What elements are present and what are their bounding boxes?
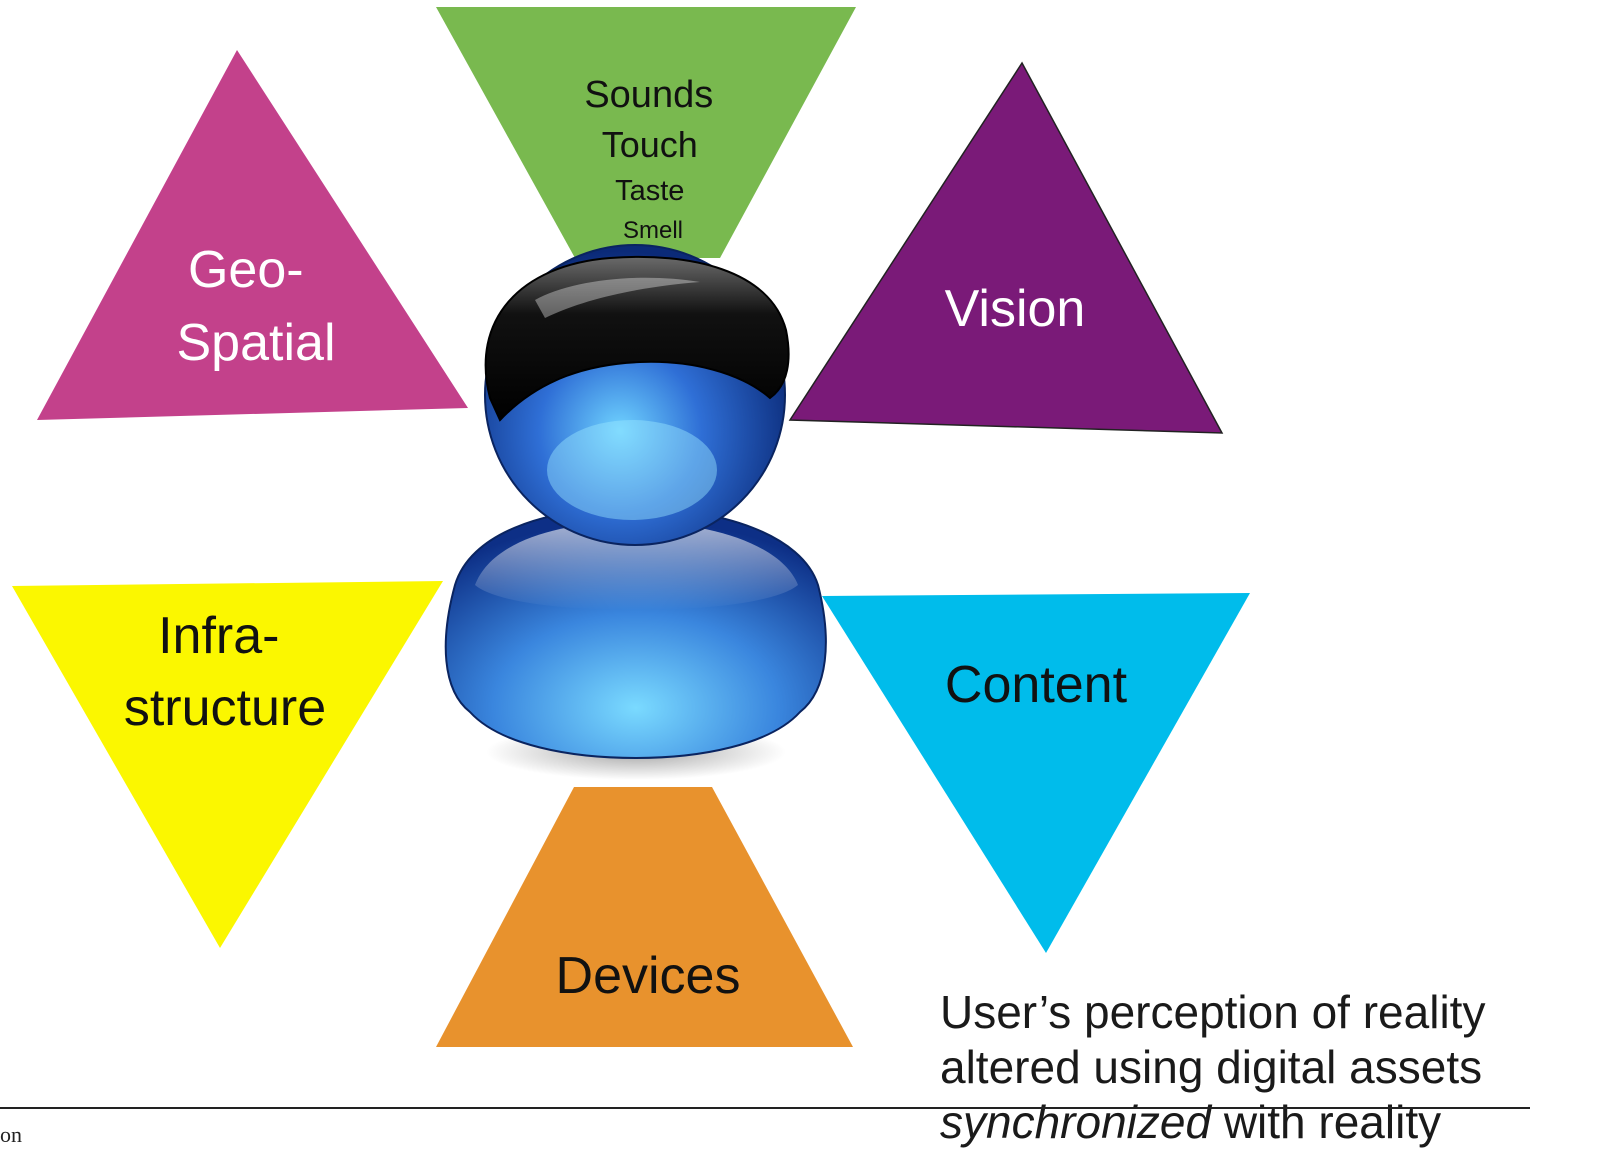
content-triangle [822,593,1250,953]
caption-line-1: User’s perception of reality [940,986,1486,1038]
user-icon-hair-highlight [535,277,700,318]
geospatial-line-1: Geo- [188,241,304,299]
geospatial-line-2: Spatial [177,314,336,372]
senses-label: Sounds Touch Taste Smell [584,74,717,244]
devices-line-1: Devices [556,947,741,1005]
vision-label: Vision [945,280,1086,338]
senses-line-sounds: Sounds [584,74,713,116]
user-icon-body-shine [475,522,798,610]
infrastructure-line-1: Infra- [158,607,279,665]
footer-divider [0,1107,1530,1109]
user-icon [444,244,827,780]
content-line-1: Content [945,656,1128,714]
caption-italic-word: synchronized [940,1096,1212,1148]
senses-line-touch: Touch [602,124,698,165]
vision-triangle [788,61,1224,434]
devices-trapezoid [436,787,853,1047]
devices-label: Devices [556,947,741,1005]
senses-line-taste: Taste [615,175,684,207]
senses-line-smell: Smell [623,217,683,244]
footer-text: on [0,1122,22,1147]
user-icon-head-glow [547,420,717,520]
infrastructure-label: Infra- structure [124,607,326,737]
infrastructure-line-2: structure [124,679,326,737]
geospatial-triangle [37,50,468,420]
caption-line-3-rest: with reality [1211,1096,1442,1148]
geospatial-label: Geo- Spatial [177,241,336,372]
vision-line-1: Vision [945,280,1086,338]
user-icon-hair [484,255,790,422]
caption-line-3: synchronized with reality [940,1095,1485,1150]
content-label: Content [945,656,1128,714]
caption: User’s perception of reality altered usi… [940,985,1485,1150]
senses-trapezoid [436,7,856,258]
infrastructure-triangle [12,581,443,948]
caption-line-2: altered using digital assets [940,1041,1483,1093]
